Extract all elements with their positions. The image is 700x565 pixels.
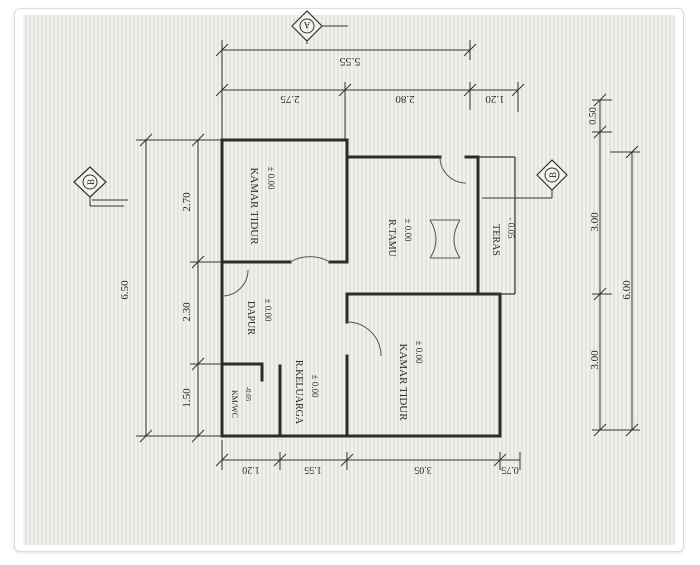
room-r-keluarga: R.KELUARGA — [293, 360, 304, 425]
room-teras: TERAS — [490, 224, 501, 256]
dim-top-total: 5.55 — [340, 55, 361, 69]
section-marker-b-right: B — [482, 159, 568, 199]
room-teras-level: - 0.05 — [506, 218, 516, 239]
dim-right-3: 3.00 — [589, 350, 601, 370]
dim-left-2: 2.30 — [181, 302, 193, 322]
dim-right-2: 3.00 — [589, 212, 601, 232]
bottom-dimension-lines — [215, 440, 521, 470]
room-dapur-level: ± 0.00 — [263, 299, 273, 322]
dim-left-3: 1.50 — [181, 388, 193, 408]
room-r-tamu-level: ± 0.00 — [403, 219, 413, 242]
dim-top-3: 1.20 — [485, 93, 505, 105]
image-card — [14, 8, 684, 552]
walls — [220, 138, 502, 438]
top-dimension-lines — [215, 40, 525, 145]
marker-b-right-label: B — [548, 172, 558, 178]
left-dimension-lines — [92, 133, 228, 443]
teras-outline — [478, 156, 516, 295]
room-kamar-tidur-1-level: ± 0.00 — [266, 167, 276, 190]
room-kamar-tidur-1: KAMAR TIDUR — [248, 167, 260, 245]
section-marker-a: A — [291, 10, 348, 44]
doors — [221, 156, 467, 357]
dim-top-1: 2.75 — [280, 93, 300, 105]
section-marker-b-left: B — [73, 166, 124, 207]
dim-right-total: 6.00 — [621, 280, 633, 300]
floor-plan-photo — [23, 15, 675, 545]
marker-b-left-label: B — [86, 179, 96, 185]
room-km-wc: KM/WC — [230, 390, 239, 418]
room-r-keluarga-level: ± 0.00 — [310, 375, 320, 398]
dim-left-1: 2.70 — [181, 192, 193, 212]
room-kamar-tidur-2-level: ± 0.00 — [414, 341, 424, 364]
room-dapur: DAPUR — [245, 301, 256, 335]
marker-a-label: A — [303, 20, 310, 30]
room-km-wc-level: -0.05 — [244, 387, 252, 402]
right-dimension-lines — [592, 93, 640, 437]
dim-bottom-3: 3.05 — [414, 464, 432, 475]
dim-bottom-1: 1.20 — [242, 464, 260, 475]
dim-bottom-4: 0.75 — [501, 464, 519, 475]
dim-right-1: 0.50 — [588, 107, 599, 125]
dim-left-total: 6.50 — [119, 280, 131, 300]
dim-top-2: 2.80 — [395, 93, 415, 105]
room-kamar-tidur-2: KAMAR TIDUR — [397, 343, 409, 421]
room-r-tamu: R.TAMU — [386, 219, 397, 258]
dim-bottom-2: 1.55 — [304, 464, 322, 475]
